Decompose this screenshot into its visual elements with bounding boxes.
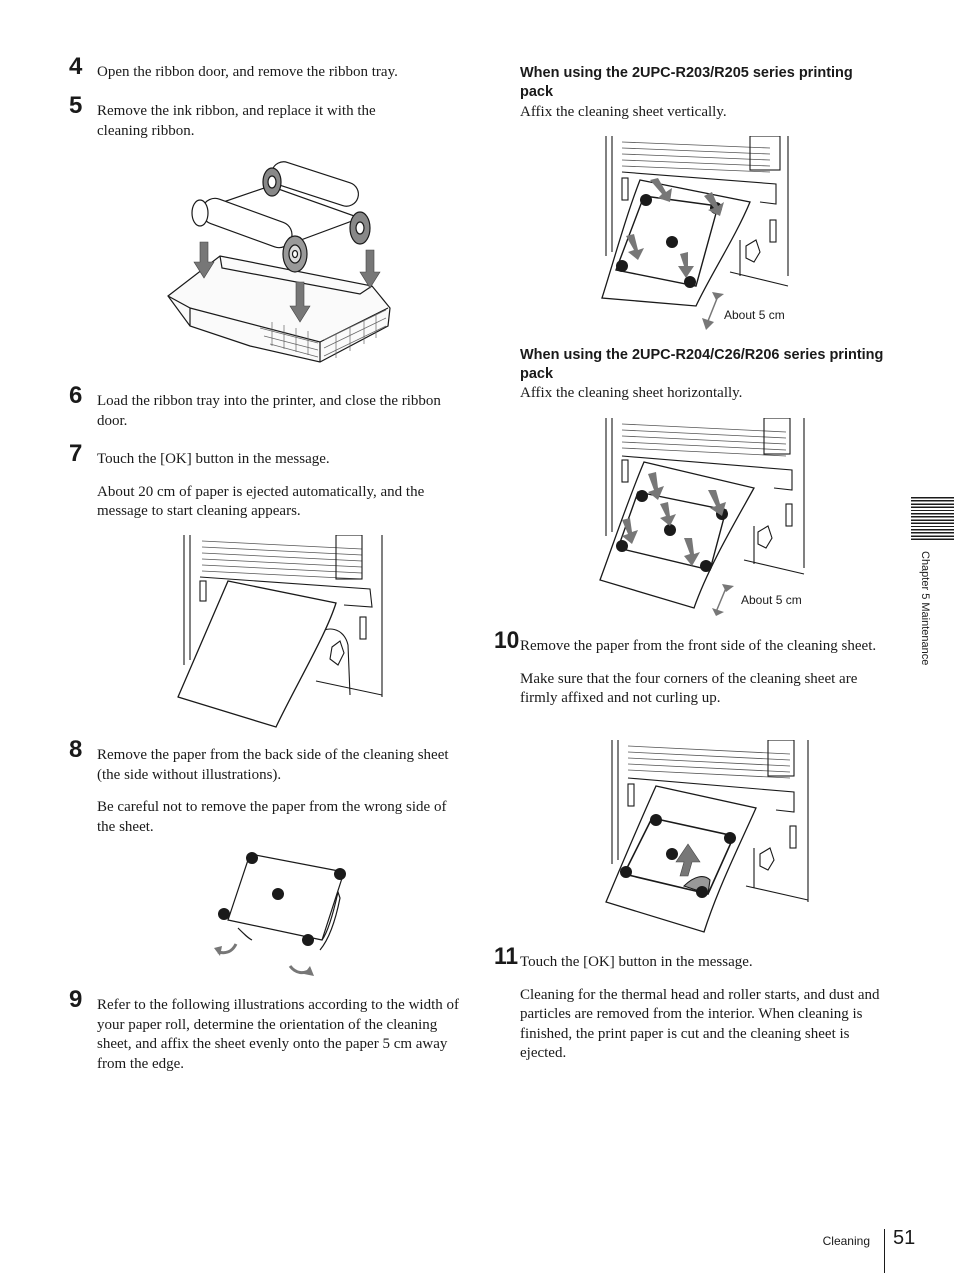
section-text-horizontal: Affix the cleaning sheet horizontally. (520, 385, 743, 401)
step-text: Touch the [OK] button in the message. (520, 954, 753, 970)
chapter-tab (911, 497, 954, 542)
step-note: Make sure that the four corners of the c… (520, 670, 858, 707)
step-note: Be careful not to remove the paper from … (97, 799, 447, 835)
step-9: 9 Refer to the following illustrations a… (69, 988, 464, 1074)
step-7: 7 Touch the [OK] button in the message. … (69, 442, 464, 522)
step-8: 8 Remove the paper from the back side of… (69, 738, 464, 837)
step-10: 10 Remove the paper from the front side … (494, 629, 884, 709)
step-text: Refer to the following illustrations acc… (97, 997, 460, 1072)
step-text: Open the ribbon door, and remove the rib… (97, 64, 398, 80)
section-title-vertical: When using the 2UPC-R203/R205 series pri… (520, 65, 853, 100)
callout-horizontal: About 5 cm (741, 593, 802, 607)
step-number: 4 (69, 53, 83, 80)
horizontal-affix-illustration (599, 418, 805, 616)
step-number: 11 (494, 943, 519, 970)
step-6: 6 Load the ribbon tray into the printer,… (69, 384, 449, 431)
step-5: 5 Remove the ink ribbon, and replace it … (69, 94, 449, 141)
step-11: 11 Touch the [OK] button in the message.… (494, 945, 886, 1064)
step-number: 8 (69, 736, 83, 763)
step-text: Remove the ink ribbon, and replace it wi… (97, 103, 376, 139)
step-note: About 20 cm of paper is ejected automati… (97, 483, 425, 520)
page-number: 51 (893, 1227, 916, 1249)
step-text: Touch the [OK] button in the message. (97, 451, 330, 467)
section-title-horizontal: When using the 2UPC-R204/C26/R206 series… (520, 347, 884, 382)
ribbon-tray-illustration (167, 161, 391, 363)
step-number: 10 (494, 627, 520, 654)
step-text: Remove the paper from the back side of t… (97, 747, 449, 783)
footer-divider (884, 1229, 885, 1273)
step-number: 7 (69, 440, 83, 467)
step-number: 6 (69, 382, 83, 409)
paper-ejected-illustration (177, 535, 383, 728)
step-4: 4 Open the ribbon door, and remove the r… (69, 55, 449, 83)
footer-section: Cleaning (822, 1234, 870, 1248)
step-text: Load the ribbon tray into the printer, a… (97, 393, 441, 429)
chapter-label: Chapter 5 Maintenance (919, 551, 931, 666)
peel-front-paper-illustration (605, 740, 809, 933)
step-text: Remove the paper from the front side of … (520, 638, 877, 654)
cleaning-sheet-back-illustration (214, 852, 346, 976)
vertical-affix-illustration (601, 136, 789, 330)
step-note: Cleaning for the thermal head and roller… (520, 986, 880, 1062)
step-number: 5 (69, 92, 83, 119)
step-number: 9 (69, 986, 83, 1013)
callout-vertical: About 5 cm (724, 308, 785, 322)
section-text-vertical: Affix the cleaning sheet vertically. (520, 104, 727, 120)
